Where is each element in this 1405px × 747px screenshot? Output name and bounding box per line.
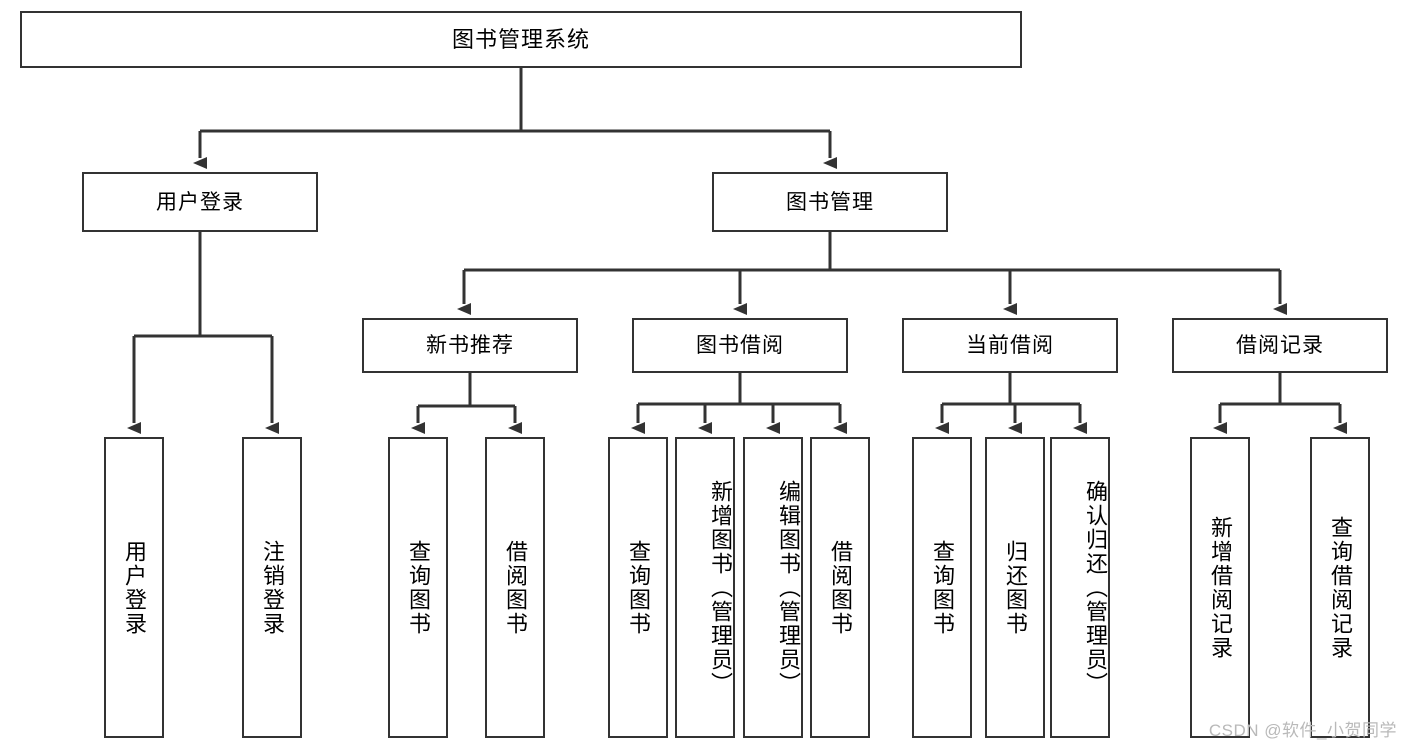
leaf-new-book-borrow-books[interactable]: 借阅图书 [485, 437, 545, 738]
node-book-borrow[interactable]: 图书借阅 [632, 318, 848, 373]
leaf-current-query-books[interactable]: 查询图书 [912, 437, 972, 738]
node-root-book-management-system[interactable]: 图书管理系统 [20, 11, 1022, 68]
leaf-borrow-borrow-books[interactable]: 借阅图书 [810, 437, 870, 738]
node-current-borrow[interactable]: 当前借阅 [902, 318, 1118, 373]
leaf-user-login-login[interactable]: 用户登录 [104, 437, 164, 738]
node-borrow-record[interactable]: 借阅记录 [1172, 318, 1388, 373]
leaf-borrow-edit-book-admin[interactable]: 编辑图书（管理员） [743, 437, 803, 738]
leaf-borrow-add-book-admin[interactable]: 新增图书（管理员） [675, 437, 735, 738]
leaf-new-book-query-books[interactable]: 查询图书 [388, 437, 448, 738]
leaf-borrow-query-books[interactable]: 查询图书 [608, 437, 668, 738]
node-new-book-recommend[interactable]: 新书推荐 [362, 318, 578, 373]
leaf-record-add-borrow-record[interactable]: 新增借阅记录 [1190, 437, 1250, 738]
leaf-current-return-books[interactable]: 归还图书 [985, 437, 1045, 738]
leaf-current-confirm-return-admin[interactable]: 确认归还（管理员） [1050, 437, 1110, 738]
leaf-record-query-borrow-record[interactable]: 查询借阅记录 [1310, 437, 1370, 738]
leaf-user-login-logout[interactable]: 注销登录 [242, 437, 302, 738]
node-book-management[interactable]: 图书管理 [712, 172, 948, 232]
node-user-login[interactable]: 用户登录 [82, 172, 318, 232]
